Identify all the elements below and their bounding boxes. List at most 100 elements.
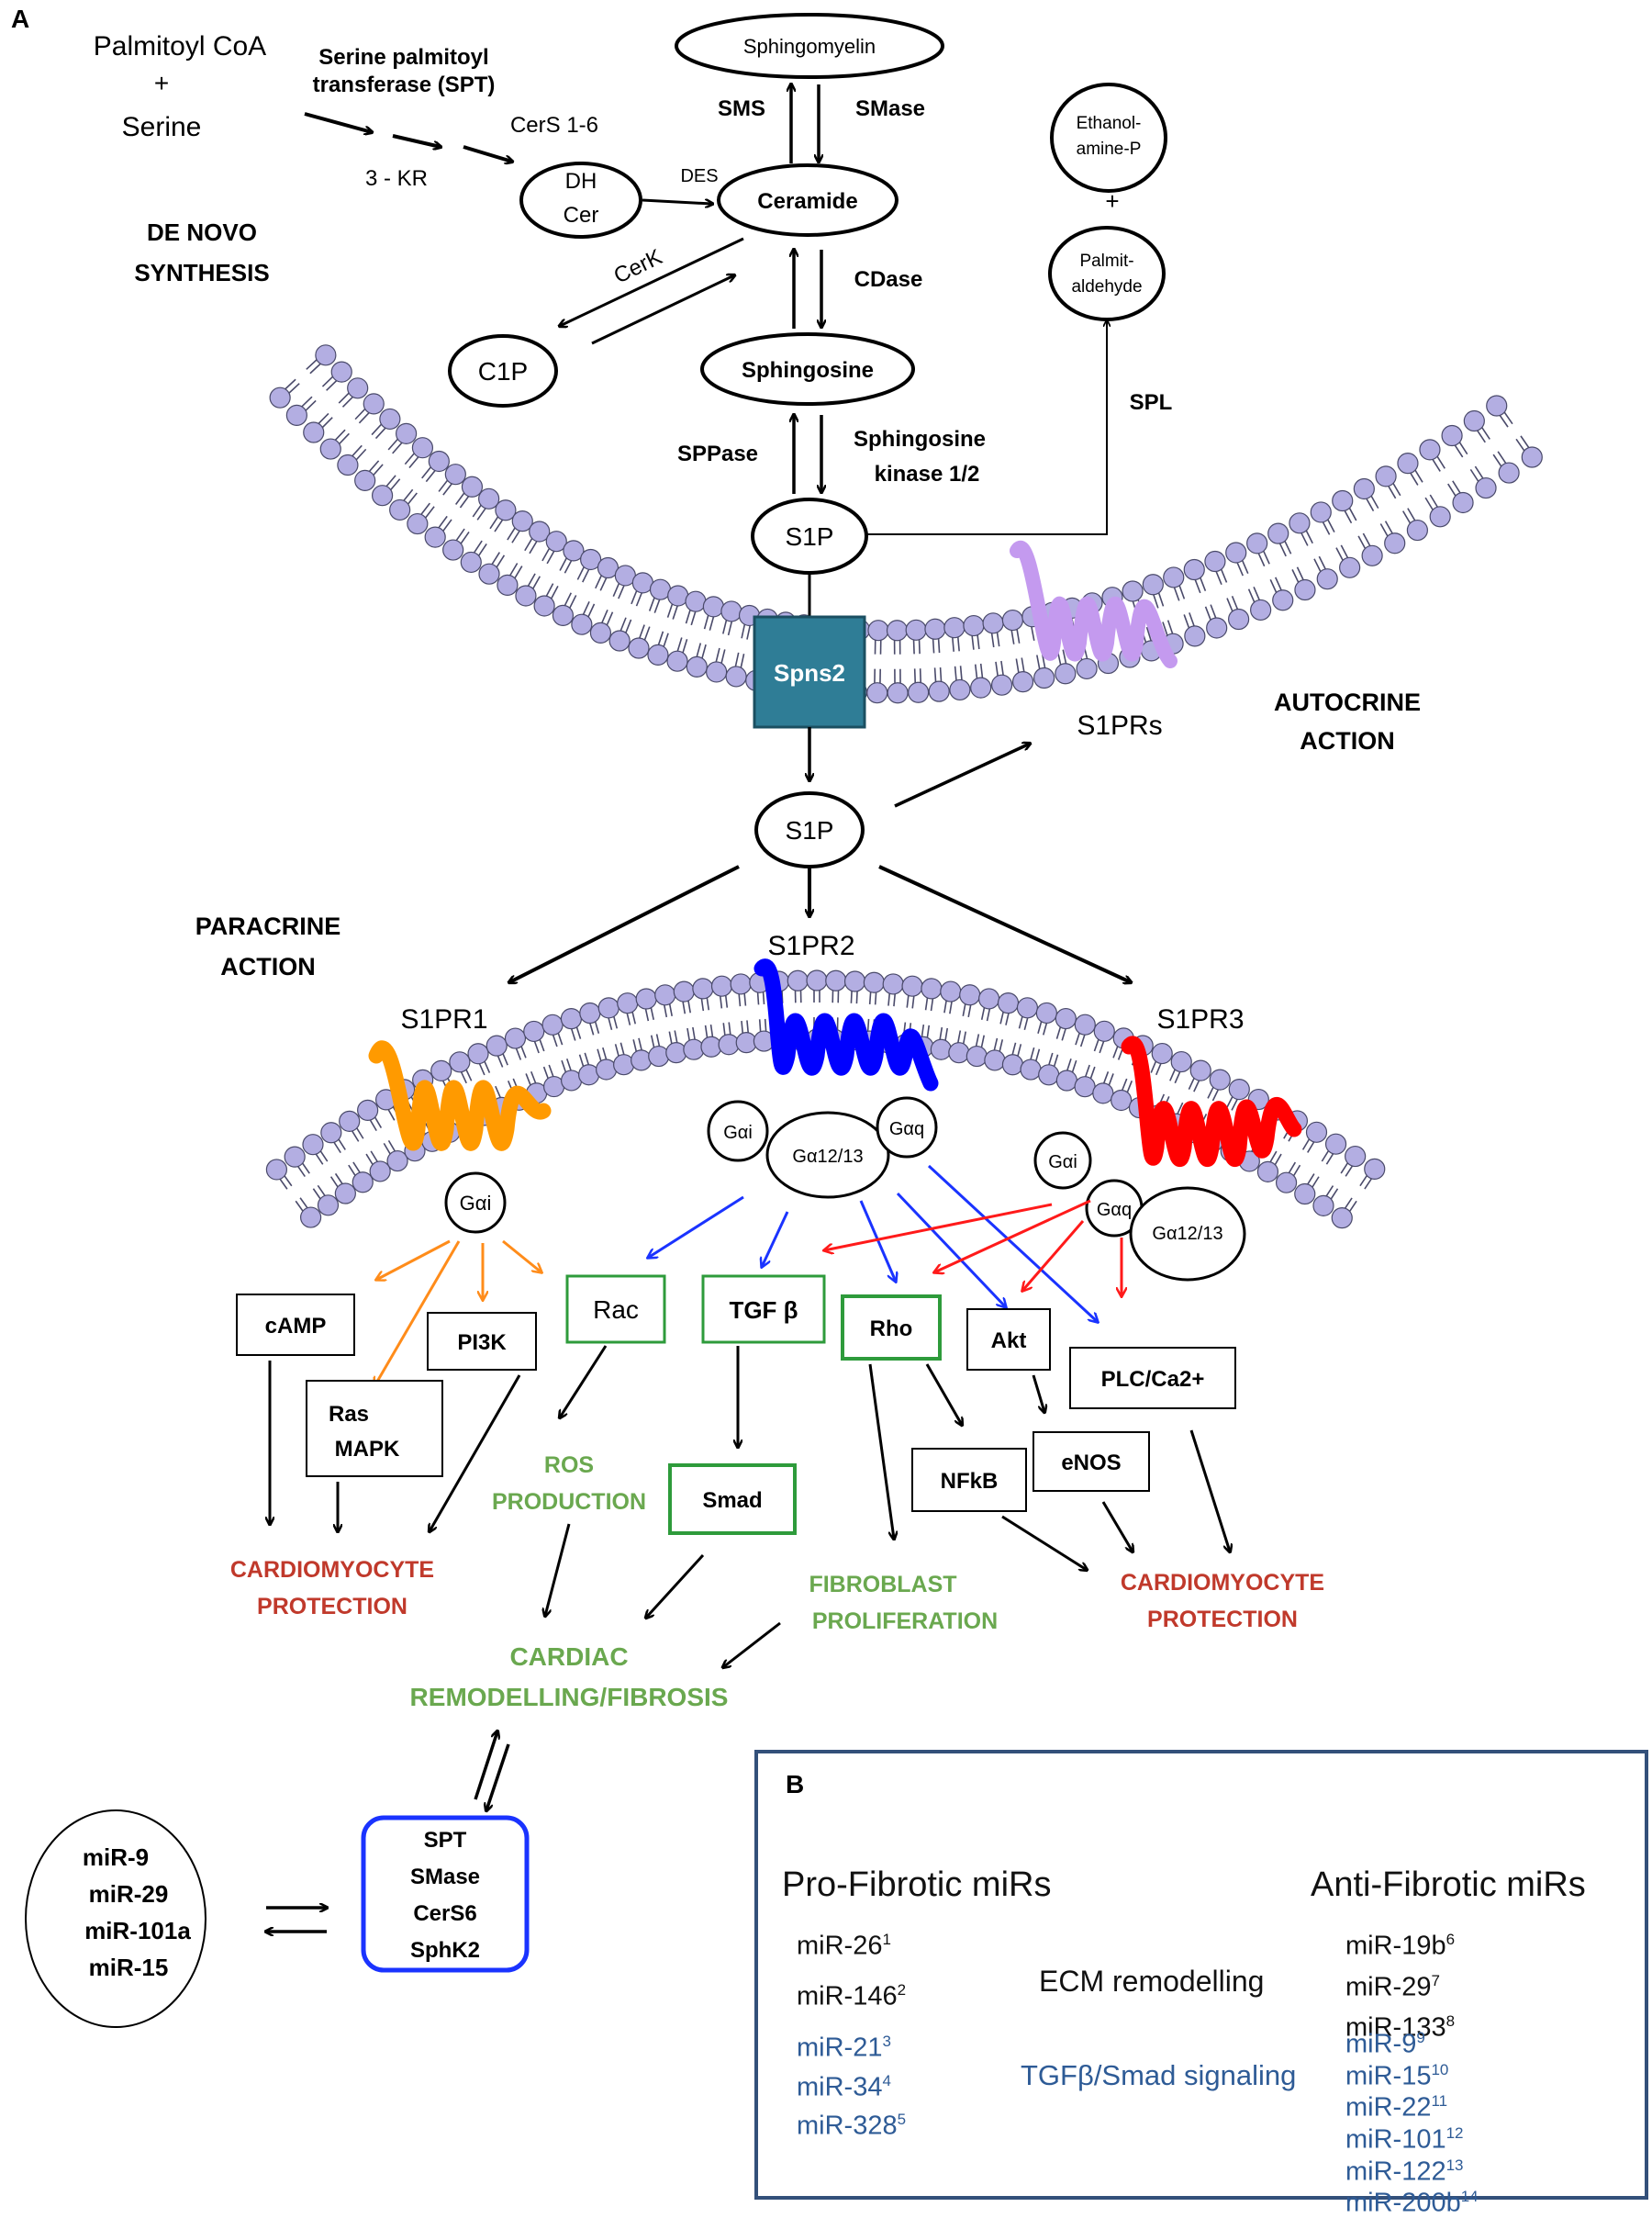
lipid-head	[534, 596, 554, 616]
palmitaldehyde-label-2: aldehyde	[1071, 277, 1142, 297]
lipid-head	[941, 981, 961, 1002]
ras-mapk-box	[307, 1381, 442, 1476]
rac-label: Rac	[593, 1295, 639, 1324]
lipid-head	[726, 667, 746, 687]
lipid-head	[1143, 575, 1163, 595]
lipid-head	[668, 586, 688, 606]
lipid-head	[1207, 618, 1227, 638]
lipid-head	[636, 989, 656, 1009]
lipid-head	[335, 1183, 355, 1204]
dhcer-label-2: Cer	[564, 203, 599, 228]
lipid-head	[983, 613, 1003, 633]
mir-circle-item-1: miR-9	[83, 1843, 149, 1871]
sphingolipid-metabolism: Sphingomyelin SMS SMase Ceramide CDase S…	[450, 15, 1172, 573]
lipid-head	[887, 621, 907, 641]
lipid-head	[443, 540, 463, 560]
remodelling-label-2: REMODELLING/FIBROSIS	[410, 1683, 729, 1711]
lipid-head	[321, 1123, 341, 1143]
lipid-head	[1345, 1147, 1366, 1167]
c1p-label: C1P	[478, 357, 528, 386]
lipid-head	[1522, 447, 1542, 467]
cardio-protection-right-1: CARDIOMYOCYTE	[1121, 1570, 1324, 1596]
lipid-head	[1354, 478, 1374, 498]
lipid-head	[542, 1014, 563, 1035]
mir-row: miR-99	[1345, 2025, 1479, 2057]
lipid-head	[1017, 998, 1037, 1018]
lipid-head	[348, 378, 368, 398]
lipid-head	[1111, 1090, 1132, 1110]
lipid-head	[1190, 1060, 1211, 1081]
lipid-head	[387, 1151, 407, 1171]
paracrine-label-2: ACTION	[220, 953, 316, 980]
sphingomyelin-label: Sphingomyelin	[743, 35, 876, 58]
lipid-head	[609, 631, 630, 651]
spns2-label: Spns2	[774, 659, 845, 687]
mir-row: miR-1510	[1345, 2057, 1479, 2089]
spt-enzyme-line2: transferase (SPT)	[313, 73, 496, 97]
s1pr2-ga1213-label: Gα12/13	[792, 1147, 863, 1167]
mir-name: miR-29	[1345, 1972, 1431, 2001]
lipid-head	[721, 601, 742, 622]
membrane-top	[270, 345, 1542, 703]
mir-name: miR-22	[1345, 2093, 1431, 2123]
lipid-head	[266, 1159, 286, 1180]
remodelling-label-1: CARDIAC	[509, 1642, 628, 1671]
tgf-pro-list: miR-213 miR-344 miR-3285	[797, 2025, 906, 2143]
mir-ref: 2	[898, 1981, 906, 1999]
panel-b-label: B	[786, 1770, 804, 1799]
lipid-head	[462, 476, 482, 497]
lipid-head	[686, 656, 707, 677]
mir-ref: 4	[882, 2072, 890, 2089]
lipid-head	[370, 1161, 390, 1182]
lipid-head	[1430, 507, 1450, 527]
lipid-head	[590, 622, 610, 643]
lipid-head	[1295, 580, 1315, 600]
lipid-head	[1332, 1208, 1352, 1228]
lipid-head	[1229, 610, 1249, 630]
lipid-head	[864, 972, 884, 992]
mir-name: miR-26	[797, 1932, 882, 1961]
lipid-head	[1268, 523, 1289, 543]
lipid-head	[1398, 454, 1418, 474]
ros-label-1: ROS	[544, 1452, 594, 1478]
mir-ref: 10	[1431, 2061, 1448, 2078]
lipid-head	[960, 985, 980, 1005]
lipid-head	[1273, 590, 1293, 611]
lipid-head	[979, 989, 999, 1009]
lipid-head	[1210, 1070, 1230, 1090]
ecm-category-label: ECM remodelling	[1039, 1966, 1264, 1997]
lipid-head	[1257, 1161, 1278, 1182]
lipid-head	[966, 1047, 987, 1067]
s1p-intracellular-label: S1P	[786, 522, 834, 551]
s1pr3-gaq-label: Gαq	[1097, 1200, 1132, 1220]
lipid-head	[925, 619, 945, 639]
mapk-label: MAPK	[335, 1437, 400, 1462]
lipid-head	[1205, 552, 1225, 572]
lipid-head	[1289, 513, 1310, 533]
pi3k-label: PI3K	[457, 1330, 507, 1355]
lipid-head	[396, 423, 417, 443]
lipid-head	[711, 976, 731, 996]
lipid-head	[992, 675, 1012, 695]
lipid-head	[648, 644, 668, 665]
panel-b-mir-table: B Pro-Fibrotic miRs Anti-Fibrotic miRs m…	[754, 1750, 1648, 2200]
lipid-head	[787, 970, 808, 991]
lipid-head	[631, 1050, 652, 1070]
autocrine-label-2: ACTION	[1300, 727, 1395, 755]
target-cers6: CerS6	[413, 1901, 476, 1926]
mir-name: miR-101	[1345, 2125, 1446, 2155]
lipid-head	[1185, 626, 1205, 646]
smase-label: SMase	[855, 96, 925, 121]
lipid-head	[1362, 545, 1382, 566]
lipid-head	[1313, 1195, 1334, 1215]
mir-ref: 3	[882, 2033, 890, 2050]
lipid-head	[390, 499, 410, 520]
lipid-head	[1311, 502, 1331, 522]
fibroblast-label-2: PROLIFERATION	[812, 1608, 998, 1634]
lipid-head	[1122, 581, 1143, 601]
mir-name: miR-15	[1345, 2061, 1431, 2090]
akt-label: Akt	[991, 1328, 1027, 1353]
lipid-head	[553, 605, 573, 625]
s1pr1-gai-label: Gαi	[460, 1192, 492, 1215]
lipid-head	[845, 971, 865, 991]
